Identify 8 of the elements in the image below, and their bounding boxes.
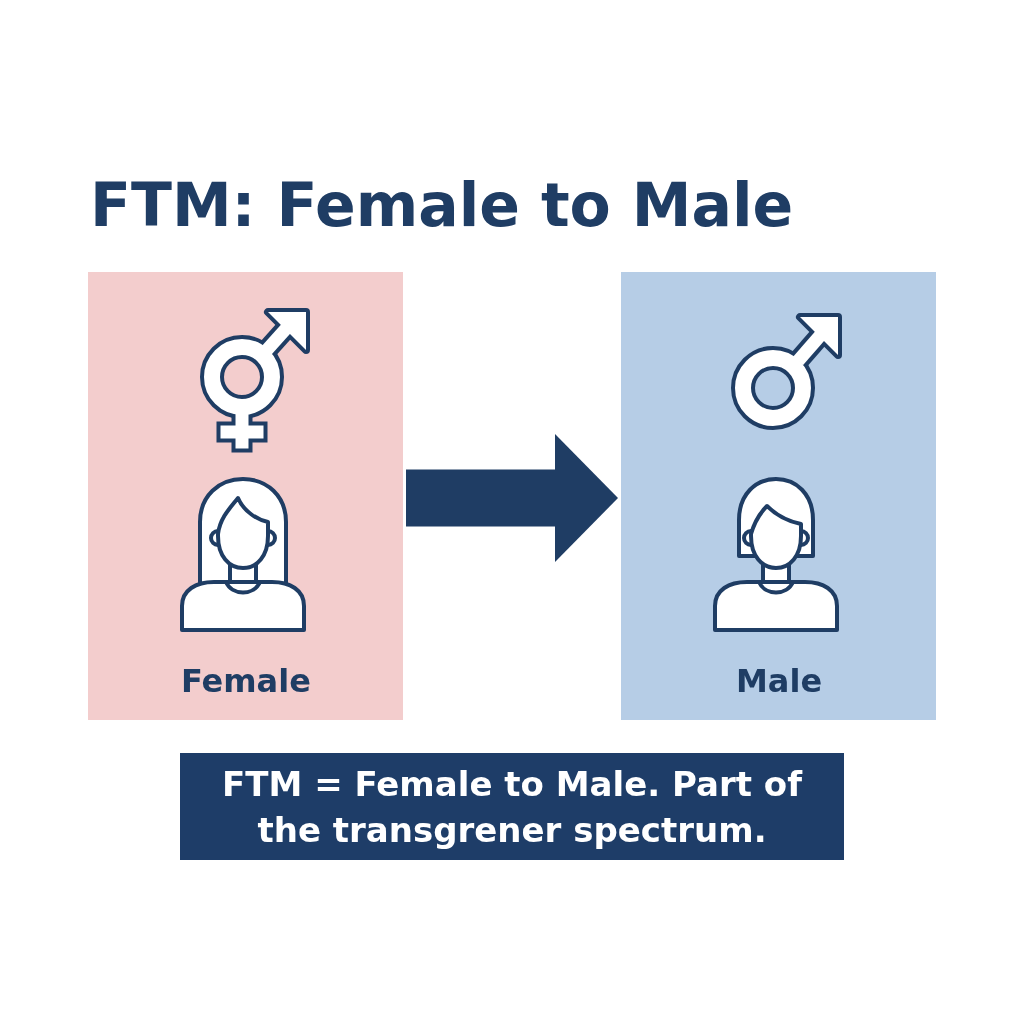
profile-card xyxy=(88,272,403,720)
card-label: Male xyxy=(736,663,823,700)
definition-text: FTM = Female to Male. Part of the transgrener spectrum. xyxy=(221,763,803,852)
card-label: Female xyxy=(181,663,311,700)
definition-banner xyxy=(180,753,844,860)
profile-card xyxy=(621,272,936,720)
arrow xyxy=(406,434,618,562)
title: FTM: Female to Male xyxy=(90,174,794,237)
